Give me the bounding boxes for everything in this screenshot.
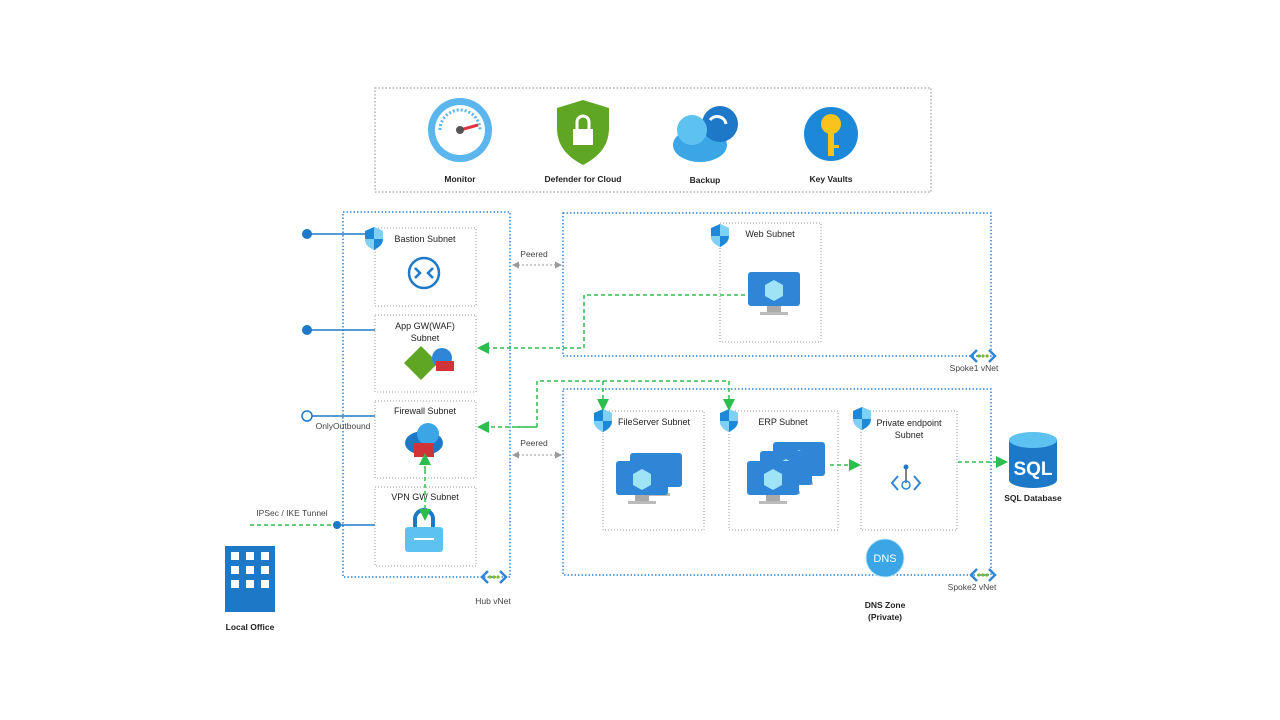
traffic-flows [419, 294, 1008, 521]
dns-zone-label-1: DNS Zone [865, 600, 906, 610]
hub-external-connectors [250, 229, 375, 529]
private-endpoint-icon [890, 464, 922, 491]
app-gateway-waf-icon [404, 346, 454, 380]
sql-database-icon: SQL [1009, 432, 1057, 488]
only-outbound-label: OnlyOutbound [316, 421, 371, 431]
spoke1-vnet-label: Spoke1 vNet [950, 363, 999, 373]
service-label-backup: Backup [690, 175, 721, 185]
service-label-key-vaults: Key Vaults [810, 174, 853, 184]
dns-zone-icon: DNS [865, 538, 905, 578]
service-label-defender: Defender for Cloud [545, 174, 622, 184]
erp-subnet-label: ERP Subnet [758, 417, 808, 427]
appgw-subnet-label-1: App GW(WAF) [395, 321, 455, 331]
vpn-subnet-label: VPN GW Subnet [391, 492, 459, 502]
private-endpoint-subnet [860, 410, 958, 531]
pe-subnet-label-1: Private endpoint [876, 418, 942, 428]
service-label-monitor: Monitor [444, 174, 476, 184]
web-subnet-label: Web Subnet [745, 229, 795, 239]
services-box [374, 87, 932, 193]
dns-zone-label-2: (Private) [868, 612, 902, 622]
ipsec-tunnel-label: IPSec / IKE Tunnel [256, 508, 327, 518]
firewall-icon [405, 423, 443, 457]
sql-icon-text: SQL [1013, 459, 1052, 480]
monitor-gauge-icon [428, 98, 492, 162]
appgw-subnet-label-2: Subnet [411, 333, 440, 343]
peered-label-bottom: Peered [520, 438, 548, 448]
defender-shield-lock-icon [557, 100, 609, 165]
firewall-subnet-label: Firewall Subnet [394, 406, 457, 416]
hub-vnet-label: Hub vNet [475, 596, 511, 606]
peered-label-top: Peered [520, 249, 548, 259]
key-vault-icon [804, 107, 858, 161]
spoke1-vnet-box [562, 212, 992, 357]
bastion-icon [407, 256, 441, 290]
backup-cloud-icon [673, 106, 738, 162]
spoke2-vnet-box [562, 388, 992, 576]
bastion-subnet [374, 227, 477, 307]
pe-subnet-label-2: Subnet [895, 430, 924, 440]
flow-web-to-appgw [477, 294, 745, 354]
bastion-subnet-label: Bastion Subnet [394, 234, 456, 244]
dns-icon-text: DNS [873, 553, 896, 565]
local-office-label: Local Office [226, 622, 275, 632]
local-office-building-icon [225, 546, 275, 612]
spoke2-vnet-label: Spoke2 vNet [948, 582, 997, 592]
fileserver-subnet-label: FileServer Subnet [618, 417, 691, 427]
sql-database-label: SQL Database [1004, 493, 1062, 503]
